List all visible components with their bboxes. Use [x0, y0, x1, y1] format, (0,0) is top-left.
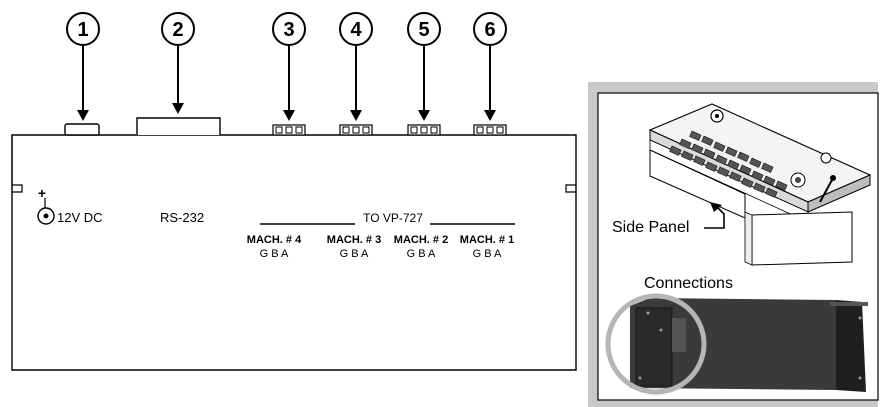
arrow-down-icon	[484, 110, 496, 121]
arrow-down-icon	[283, 110, 295, 121]
callout-number: 4	[350, 19, 362, 41]
connections-highlight-circle	[605, 293, 707, 395]
arrow-down-icon	[172, 103, 184, 114]
callout-number: 2	[172, 19, 183, 41]
pointer-arrow-icon	[710, 202, 722, 212]
callout-6: 6	[473, 12, 507, 121]
callout-1: 1	[66, 12, 100, 121]
terminal-block-mach3	[339, 124, 373, 136]
connections-label: Connections	[644, 275, 733, 292]
machine-label: MACH. # 3	[327, 234, 381, 246]
arrow-down-icon	[350, 110, 362, 121]
side-panel-device	[605, 293, 868, 395]
power-connector	[64, 123, 100, 136]
rs232-connector	[136, 117, 221, 135]
switcher-device	[648, 103, 872, 266]
pin-labels: G B A	[407, 248, 436, 260]
callout-number: 1	[77, 19, 88, 41]
machine-label: MACH. # 2	[394, 234, 448, 246]
arrow-down-icon	[77, 110, 89, 121]
terminal-block-mach2	[407, 124, 441, 136]
terminal-block-mach4	[272, 124, 306, 136]
callout-5: 5	[407, 12, 441, 121]
callout-2: 2	[161, 12, 195, 114]
pin-labels: G B A	[340, 248, 369, 260]
bus-label: TO VP-727	[363, 211, 423, 225]
side-panel-label: Side Panel	[612, 219, 689, 236]
callout-number: 6	[484, 19, 495, 41]
rs232-label: RS-232	[160, 210, 204, 225]
power-label: 12V DC	[57, 210, 103, 225]
machine-label: MACH. # 1	[460, 234, 514, 246]
plus-icon: +	[38, 185, 46, 201]
callout-number: 5	[418, 19, 429, 41]
callout-3: 3	[272, 12, 306, 121]
arrow-down-icon	[418, 110, 430, 121]
device-inset: Side Panel Connections	[588, 82, 879, 407]
pin-labels: G B A	[260, 248, 289, 260]
callout-4: 4	[339, 12, 373, 121]
pin-labels: G B A	[473, 248, 502, 260]
machine-label: MACH. # 4	[247, 234, 302, 246]
rear-panel: + 12V DC RS-232 TO VP-727 MACH. # 4 G B …	[11, 117, 577, 371]
terminal-block-mach1	[473, 124, 507, 136]
callout-number: 3	[283, 19, 294, 41]
